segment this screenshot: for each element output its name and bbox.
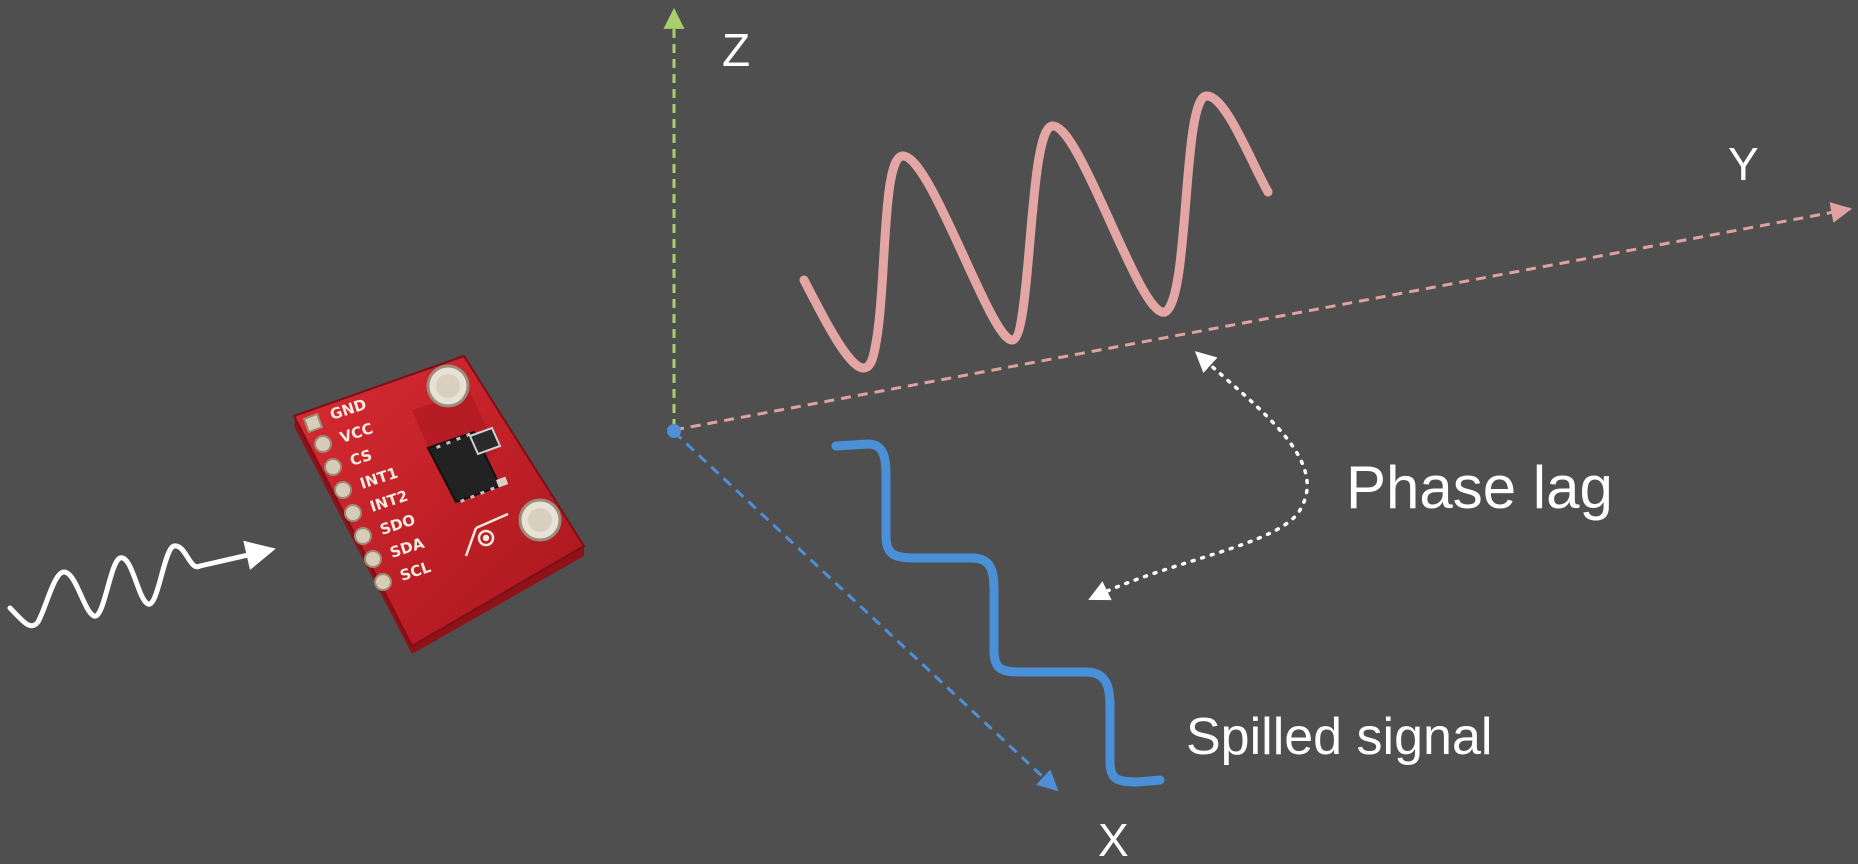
z-axis-label: Z bbox=[722, 24, 750, 76]
x-axis-wave bbox=[831, 439, 1165, 787]
sine-wave-arrow-icon bbox=[7, 540, 276, 629]
y-axis-wave bbox=[799, 91, 1273, 373]
origin-point bbox=[667, 424, 681, 438]
phase-lag-label: Phase lag bbox=[1346, 454, 1613, 521]
spilled-signal-label: Spilled signal bbox=[1186, 708, 1492, 766]
x-axis-label: X bbox=[1098, 814, 1129, 864]
phase-lag-arrow bbox=[1088, 351, 1309, 601]
x-axis-line bbox=[672, 430, 1059, 792]
pin-label-cs: CS bbox=[348, 446, 375, 470]
y-axis-line bbox=[673, 202, 1853, 432]
y-axis-label: Y bbox=[1728, 138, 1759, 190]
